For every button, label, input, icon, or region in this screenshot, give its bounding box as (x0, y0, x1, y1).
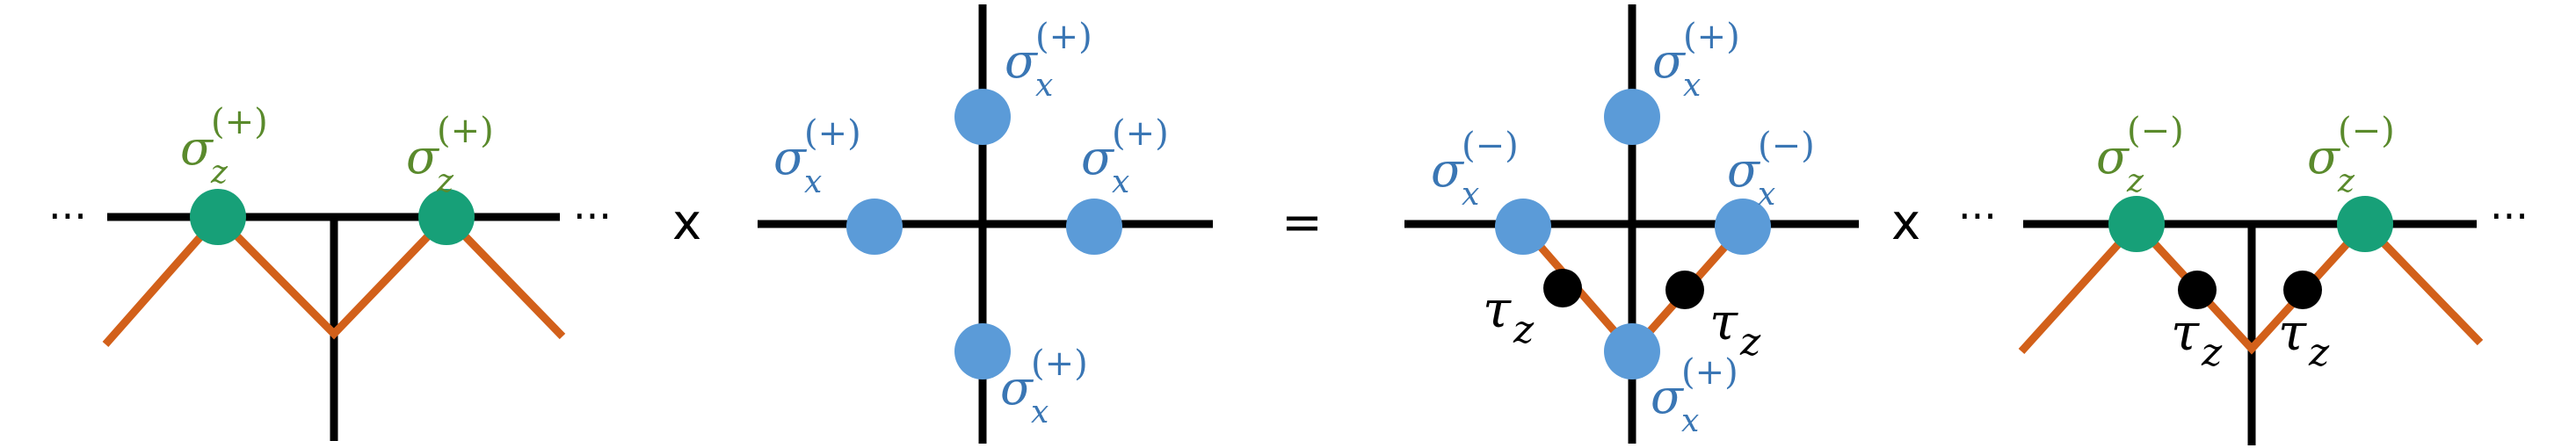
label-sigma-z-minus-2: σ z (−) (2307, 111, 2395, 199)
equals-operator: = (1281, 194, 1323, 251)
svg-text:(−): (−) (2127, 111, 2184, 151)
svg-text:(+): (+) (804, 113, 861, 154)
blue-node-right-3 (1715, 199, 1771, 255)
svg-text:(−): (−) (2338, 111, 2395, 151)
blue-node-left (846, 199, 903, 255)
tau-node-right-3 (1665, 271, 1704, 309)
svg-text:z: z (2337, 163, 2355, 199)
svg-text:x: x (1031, 394, 1049, 430)
svg-text:x: x (804, 164, 822, 200)
svg-text:(+): (+) (211, 102, 268, 142)
svg-text:τ: τ (2171, 302, 2200, 362)
green-node-1 (190, 189, 246, 245)
blue-node-top-3 (1604, 89, 1660, 145)
svg-text:σ: σ (1000, 360, 1034, 415)
label-sigma-x-plus-bottom-3: σ x (+) (1651, 352, 1738, 439)
dots-right-4: ··· (2490, 192, 2529, 240)
svg-text:x: x (1683, 68, 1701, 104)
times-operator-2: x (1891, 194, 1920, 251)
svg-text:x: x (1681, 403, 1699, 439)
green-node-3 (2108, 196, 2165, 252)
svg-text:x: x (1035, 68, 1053, 104)
label-sigma-x-plus-left: σ x (+) (773, 113, 861, 200)
svg-text:σ: σ (1652, 33, 1687, 89)
label-sigma-z-plus-1: σ z (+) (180, 102, 268, 191)
panel-sigma-z-plus: ··· ··· σ z (+) σ z (+) (48, 102, 612, 441)
svg-text:σ: σ (406, 129, 440, 184)
orange-bond-path-1 (102, 211, 566, 347)
blue-node-top (954, 89, 1011, 145)
svg-text:τ: τ (2278, 302, 2307, 362)
label-sigma-z-minus-1: σ z (−) (2096, 111, 2184, 199)
blue-node-left-3 (1495, 199, 1551, 255)
svg-text:σ: σ (2096, 129, 2130, 184)
label-tau-z-left-3: τ z (1483, 279, 1535, 352)
label-sigma-x-plus-bottom: σ x (+) (1000, 343, 1088, 430)
dots-left-4: ··· (1958, 192, 1997, 240)
svg-text:(+): (+) (1112, 113, 1169, 154)
svg-text:τ: τ (1709, 292, 1738, 351)
svg-text:z: z (2126, 163, 2144, 199)
svg-text:z: z (1513, 307, 1535, 352)
svg-text:σ: σ (180, 120, 214, 176)
svg-text:(+): (+) (1683, 17, 1740, 57)
svg-text:σ: σ (1081, 130, 1115, 185)
svg-text:z: z (1739, 320, 1761, 365)
orange-bond-path-4 (2018, 218, 2484, 355)
svg-text:z: z (2308, 330, 2330, 375)
dots-right-1: ··· (573, 192, 612, 240)
svg-text:x: x (1462, 177, 1479, 213)
svg-text:(+): (+) (1035, 17, 1092, 57)
times-operator-1: x (672, 194, 701, 251)
label-sigma-x-minus-left-3: σ x (−) (1431, 126, 1519, 213)
svg-text:σ: σ (1651, 369, 1685, 424)
label-tau-z-left-4: τ z (2171, 302, 2223, 375)
svg-text:z: z (2201, 330, 2223, 375)
label-sigma-x-plus-right: σ x (+) (1081, 113, 1169, 200)
svg-text:x: x (1758, 177, 1775, 213)
blue-node-right (1066, 199, 1122, 255)
blue-node-bottom-3 (1604, 323, 1660, 379)
svg-text:x: x (1112, 164, 1129, 200)
svg-text:σ: σ (1727, 142, 1761, 198)
panel-sigma-z-minus: ··· ··· σ z (−) σ z (−) τ z τ z (1958, 111, 2529, 445)
svg-text:(+): (+) (437, 111, 494, 151)
svg-text:σ: σ (1431, 142, 1465, 198)
svg-text:τ: τ (1483, 279, 1512, 339)
svg-text:σ: σ (1005, 33, 1039, 89)
label-sigma-z-plus-2: σ z (+) (406, 111, 494, 199)
svg-text:(−): (−) (1462, 126, 1519, 166)
tau-node-left-3 (1543, 269, 1582, 307)
svg-text:(−): (−) (1758, 126, 1815, 166)
svg-text:z: z (210, 155, 229, 191)
label-tau-z-right-4: τ z (2278, 302, 2330, 375)
label-sigma-x-plus-top: σ x (+) (1005, 17, 1092, 104)
tau-node-right-4 (2283, 271, 2322, 309)
svg-text:σ: σ (2307, 129, 2341, 184)
label-tau-z-right-3: τ z (1709, 292, 1761, 365)
dots-left-1: ··· (48, 192, 87, 240)
green-node-2 (418, 189, 475, 245)
tau-node-left-4 (2178, 271, 2217, 309)
svg-text:z: z (436, 163, 454, 199)
green-node-4 (2337, 196, 2393, 252)
label-sigma-x-plus-top-3: σ x (+) (1652, 17, 1740, 104)
blue-node-bottom (954, 323, 1011, 379)
panel-sigma-x-plus-star: σ x (+) σ x (+) σ x (+) σ x (+) (758, 4, 1213, 444)
svg-text:σ: σ (773, 130, 808, 185)
svg-text:(+): (+) (1031, 343, 1088, 384)
label-sigma-x-minus-right-3: σ x (−) (1727, 126, 1815, 213)
svg-text:(+): (+) (1681, 352, 1738, 393)
panel-result-star: σ x (+) σ x (−) σ x (−) σ x (+) τ z τ z (1404, 4, 1859, 444)
